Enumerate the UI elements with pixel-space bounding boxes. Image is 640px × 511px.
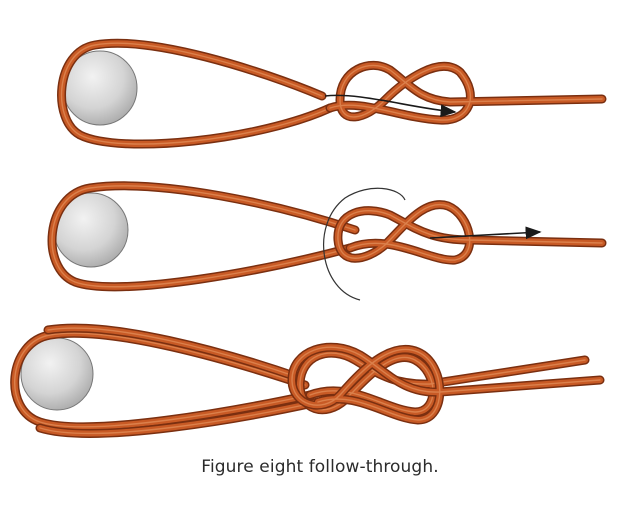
rope-highlight — [60, 42, 331, 145]
knot-illustration — [10, 38, 607, 438]
step-2-rope-knot — [334, 201, 605, 264]
rope-highlight — [39, 327, 319, 435]
step-2-guide-circle — [323, 187, 406, 301]
step-1-arrow — [324, 94, 457, 118]
step-2-arrow — [429, 226, 542, 240]
step-2-knot — [47, 181, 607, 301]
rope-highlight — [329, 64, 603, 121]
step-3-knot — [10, 323, 605, 438]
rope-highlight — [14, 332, 311, 428]
rope-highlight — [51, 185, 356, 288]
figure-caption: Figure eight follow-through. — [201, 457, 439, 477]
rope-highlight — [291, 346, 601, 421]
step-1-knot — [57, 38, 607, 149]
rope-highlight — [337, 203, 603, 261]
